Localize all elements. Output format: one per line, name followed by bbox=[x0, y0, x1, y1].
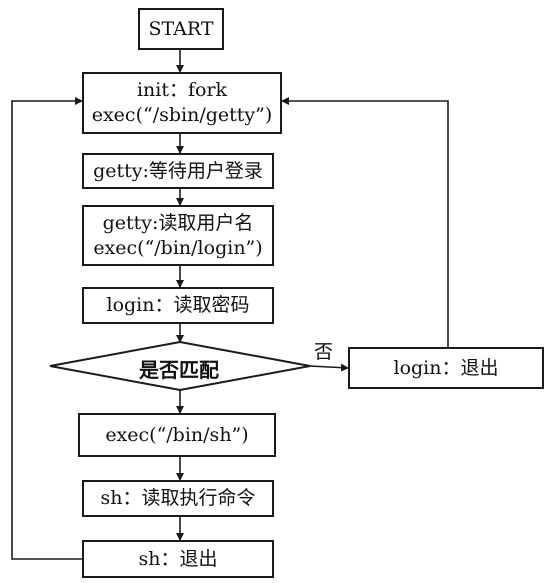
getty-read-line-2: exec(“/bin/login”) bbox=[93, 236, 263, 259]
decision-diamond bbox=[49, 340, 311, 392]
arrow-sh-exit-loop-to-init bbox=[11, 97, 83, 560]
init-line-1: init：fork bbox=[136, 79, 228, 101]
init-fork-node: init：fork exec(“/sbin/getty”) bbox=[82, 72, 282, 134]
getty-wait-node: getty:等待用户登录 bbox=[82, 153, 274, 189]
sh-exit-node: sh：退出 bbox=[82, 540, 274, 578]
login-exit-label: login：退出 bbox=[393, 356, 499, 379]
exec-sh-node: exec(“/bin/sh”) bbox=[78, 413, 276, 457]
edge-label-no: 否 bbox=[314, 341, 334, 363]
start-label: START bbox=[148, 17, 214, 40]
sh-read-node: sh：读取执行命令 bbox=[82, 480, 274, 517]
exec-sh-label: exec(“/bin/sh”) bbox=[105, 423, 249, 446]
getty-wait-label: getty:等待用户登录 bbox=[93, 159, 263, 182]
init-line-2: exec(“/sbin/getty”) bbox=[91, 104, 273, 126]
login-exit-node: login：退出 bbox=[348, 347, 544, 389]
sh-read-label: sh：读取执行命令 bbox=[100, 487, 256, 509]
login-read-label: login：读取密码 bbox=[106, 294, 250, 316]
getty-read-line-1: getty:读取用户名 bbox=[102, 211, 254, 234]
arrow-login-exit-loop-to-init bbox=[281, 97, 449, 347]
decision-label: 是否匹配 bbox=[139, 358, 219, 382]
getty-read-node: getty:读取用户名 exec(“/bin/login”) bbox=[82, 205, 274, 266]
login-read-node: login：读取密码 bbox=[82, 287, 274, 324]
start-node: START bbox=[138, 8, 224, 50]
arrow-decision-no-to-login-exit bbox=[309, 363, 349, 372]
sh-exit-label: sh：退出 bbox=[138, 547, 218, 570]
